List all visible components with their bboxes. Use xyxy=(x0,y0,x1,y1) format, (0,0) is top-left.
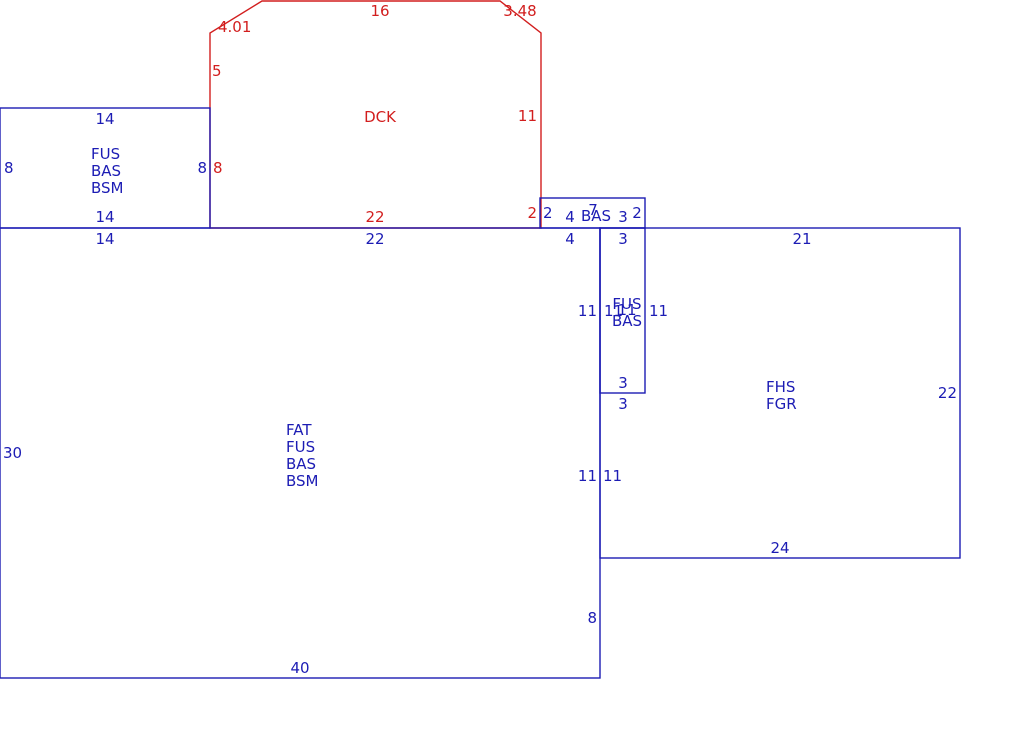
main-code: BAS xyxy=(286,455,316,473)
garage-code: FHS xyxy=(766,378,795,396)
narrow-dim-left: 11 xyxy=(604,302,623,320)
small-bas-section xyxy=(539,197,646,229)
main-code: FUS xyxy=(286,438,315,456)
garage-dim-left: 11 xyxy=(603,467,622,485)
narrow-dim-top: 3 xyxy=(618,230,628,248)
deck-dim-bottom: 22 xyxy=(365,208,384,226)
garage-dim-bottom: 24 xyxy=(770,539,789,557)
main-dim-top-left: 14 xyxy=(95,230,114,248)
main-dim-right-upper: 11 xyxy=(578,302,597,320)
upper-left-code: BAS xyxy=(91,162,121,180)
small-bas-dim-top: 7 xyxy=(588,201,598,219)
narrow-dim-bottom: 3 xyxy=(618,374,628,392)
upper-left-dim-left: 8 xyxy=(4,159,14,177)
upper-left-dim-bottom: 14 xyxy=(95,208,114,226)
deck-dim-left: 5 xyxy=(212,62,222,80)
main-dim-right-mid: 11 xyxy=(578,467,597,485)
upper-left-dim-top: 14 xyxy=(95,110,114,128)
main-dim-top-right: 4 xyxy=(565,230,575,248)
narrow-code: FUS xyxy=(612,295,641,313)
upper-left-dim-right: 8 xyxy=(197,159,207,177)
main-code: FAT xyxy=(286,421,312,439)
small-bas-dim-left: 2 xyxy=(543,204,553,222)
main-code: BSM xyxy=(286,472,319,490)
garage-dim-top: 21 xyxy=(792,230,811,248)
garage-code: FGR xyxy=(766,395,797,413)
deck-dim-right-diag: 3.48 xyxy=(503,2,536,20)
garage-section xyxy=(599,227,961,559)
small-bas-dim-right: 2 xyxy=(632,204,642,222)
deck-dim-top: 16 xyxy=(370,2,389,20)
upper-left-code: FUS xyxy=(91,145,120,163)
deck-dim-left-lower: 8 xyxy=(213,159,223,177)
deck-dim-right: 11 xyxy=(518,107,537,125)
deck-dim-left-diag: 4.01 xyxy=(218,18,251,36)
upper-left-code: BSM xyxy=(91,179,124,197)
deck-dim-right-lower: 2 xyxy=(527,204,537,222)
small-bas-dim-bottom-left: 4 xyxy=(565,208,575,226)
garage-dim-top-left: 3 xyxy=(618,395,628,413)
narrow-dim-right: 11 xyxy=(649,302,668,320)
main-dim-bottom: 40 xyxy=(290,659,309,677)
main-dim-right-lower: 8 xyxy=(587,609,597,627)
garage-dim-right: 22 xyxy=(938,384,957,402)
narrow-dim-mid: 11 xyxy=(617,301,636,319)
small-bas-code: BAS xyxy=(581,207,611,225)
main-dim-top-mid: 22 xyxy=(365,230,384,248)
deck-area-code: DCK xyxy=(364,108,397,126)
small-bas-dim-inner: 3 xyxy=(618,208,628,226)
main-dim-left: 30 xyxy=(3,444,22,462)
narrow-code: BAS xyxy=(612,312,642,330)
